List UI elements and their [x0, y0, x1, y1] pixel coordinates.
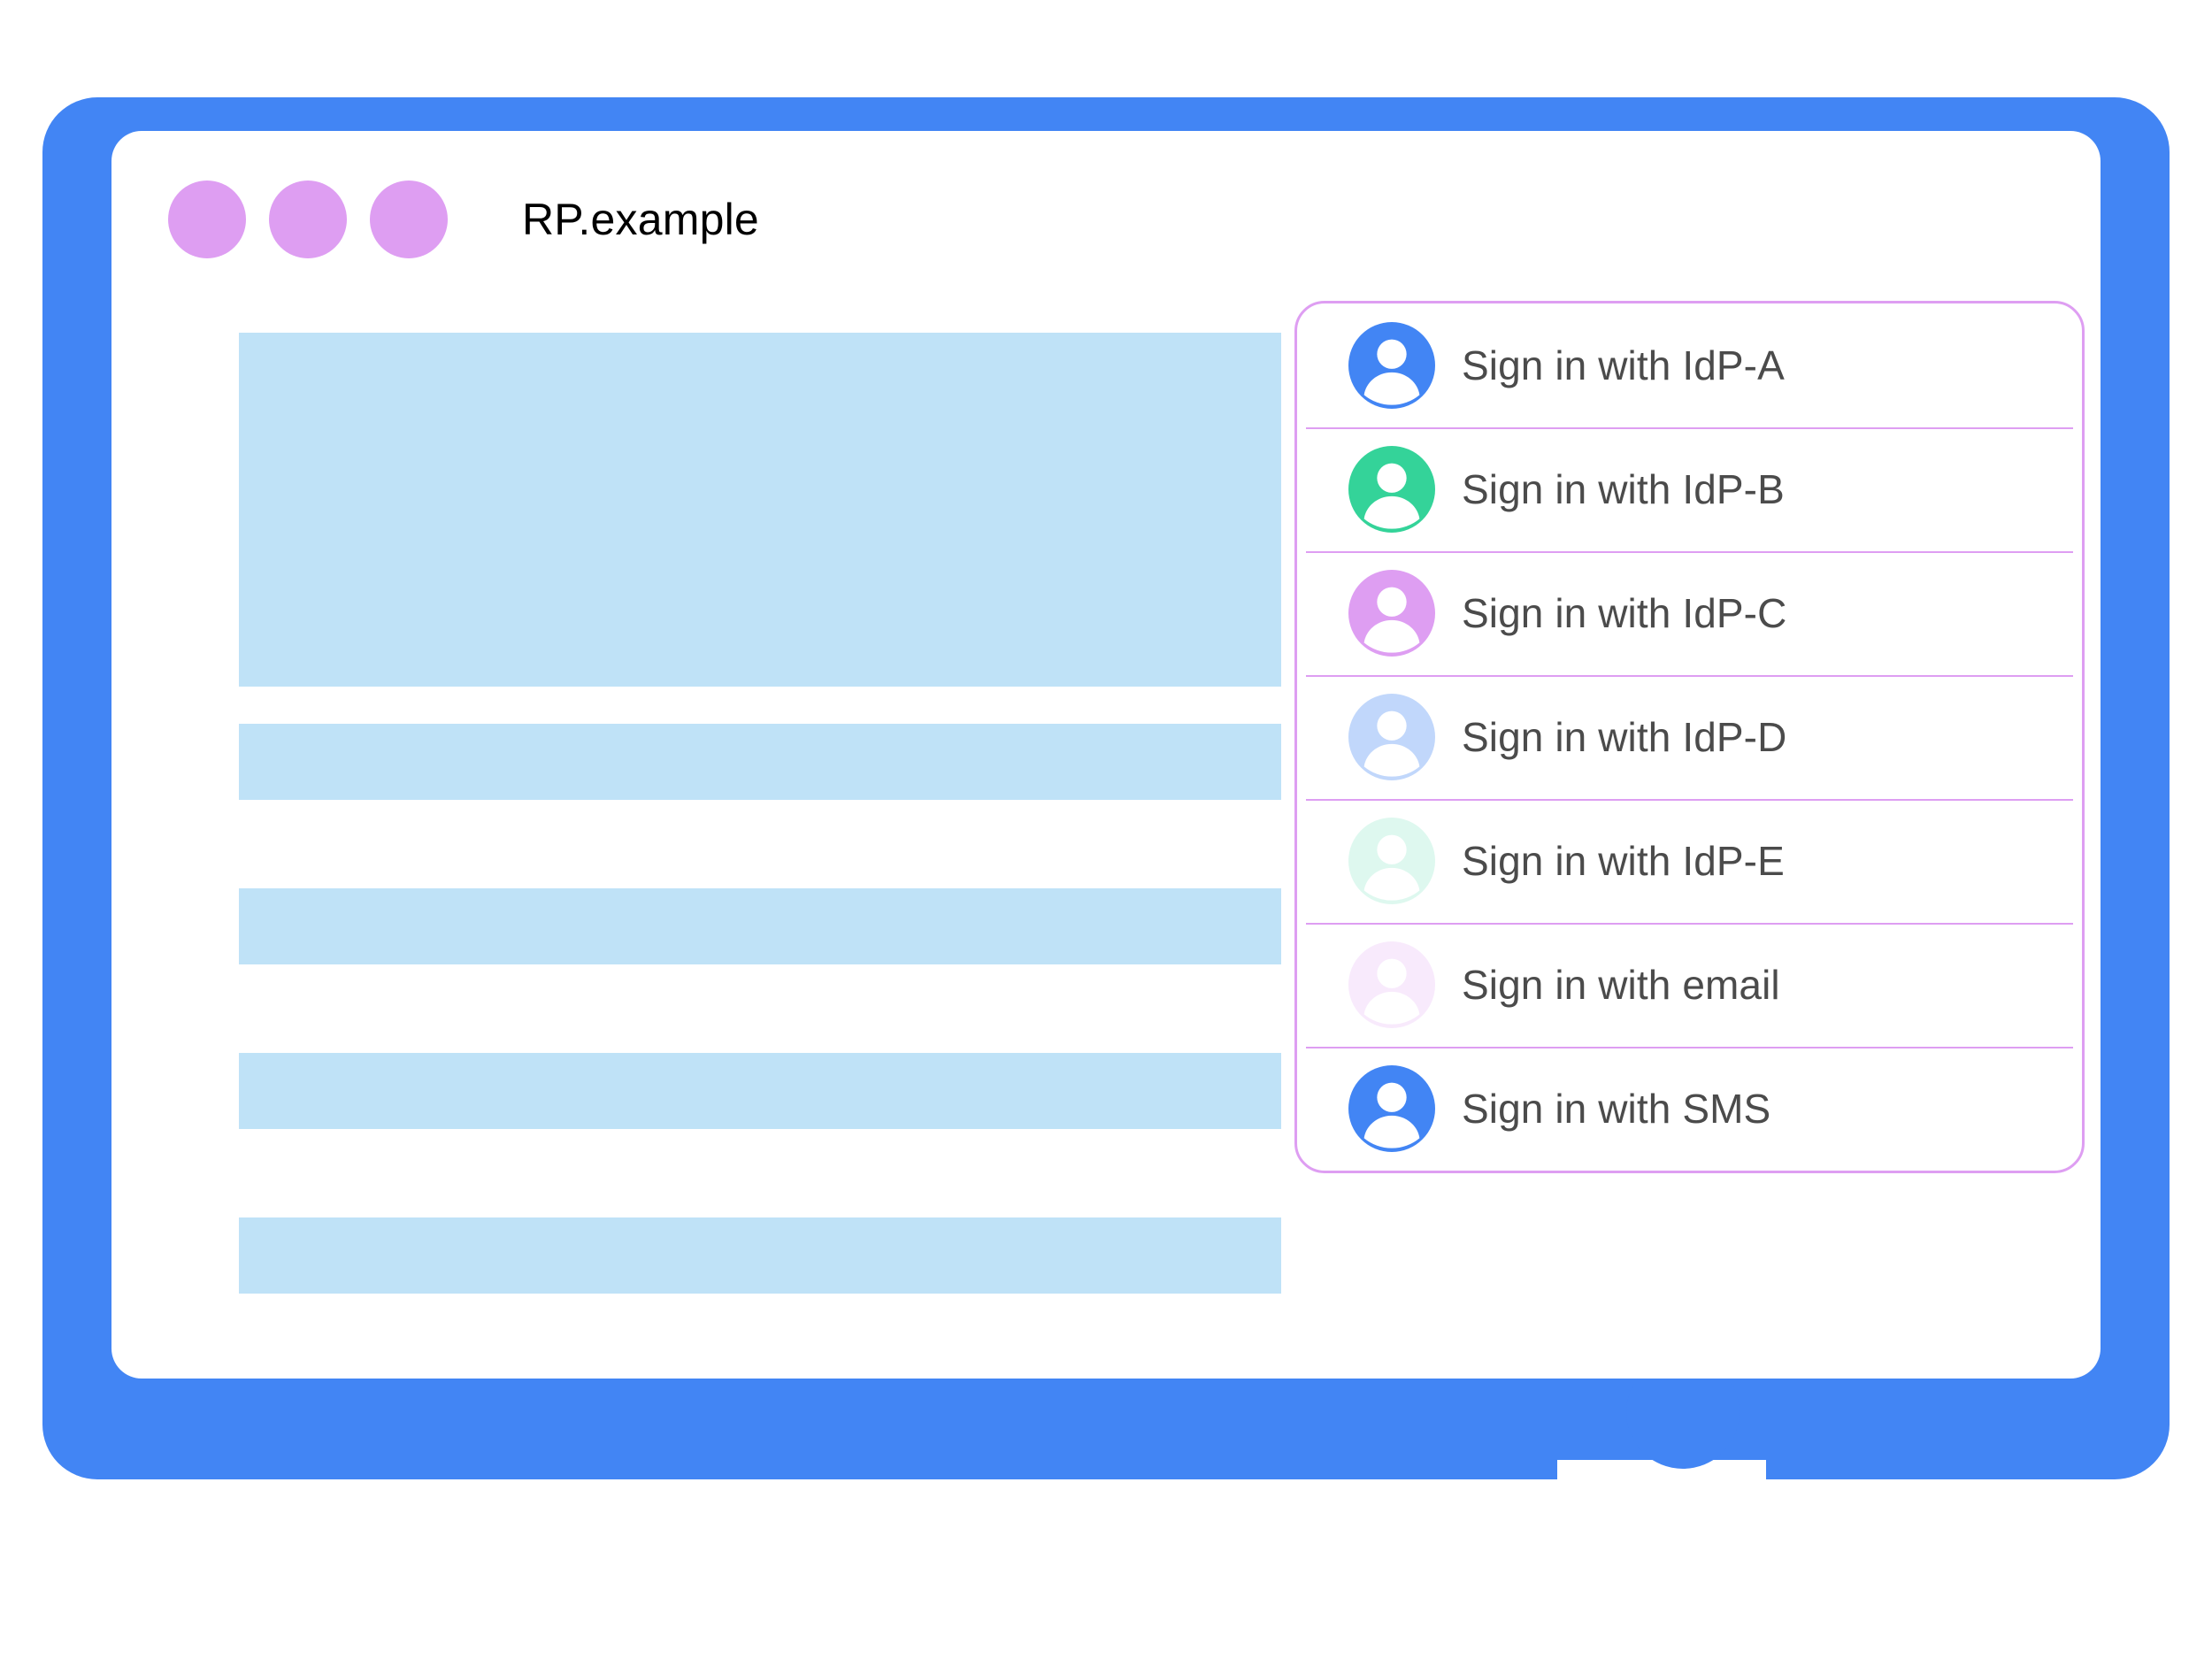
account-row-label: Sign in with IdP-B — [1462, 466, 1785, 512]
account-row-label: Sign in with SMS — [1462, 1086, 1771, 1132]
account-row[interactable]: Sign in with IdP-B — [1297, 427, 2082, 551]
account-avatar-icon — [1348, 446, 1435, 533]
account-avatar-icon — [1348, 694, 1435, 780]
account-row[interactable]: Sign in with SMS — [1297, 1047, 2082, 1171]
account-row-label: Sign in with IdP-C — [1462, 590, 1787, 636]
account-row-label: Sign in with email — [1462, 962, 1780, 1008]
browser-titlebar: RP.example — [111, 131, 2101, 308]
text-line-placeholder-1 — [239, 724, 1281, 800]
account-row-label: Sign in with IdP-D — [1462, 714, 1787, 760]
text-line-placeholder-2 — [239, 888, 1281, 964]
account-chooser-panel: Sign in with IdP-A Sign in with IdP-B Sign… — [1294, 301, 2085, 1173]
window-dot-1[interactable] — [168, 180, 246, 258]
account-row[interactable]: Sign in with email — [1297, 923, 2082, 1047]
account-avatar-icon — [1348, 818, 1435, 904]
window-dot-2[interactable] — [269, 180, 347, 258]
account-row[interactable]: Sign in with IdP-E — [1297, 799, 2082, 923]
account-row-label: Sign in with IdP-E — [1462, 838, 1785, 884]
page-title: RP.example — [522, 195, 759, 244]
account-row[interactable]: Sign in with IdP-C — [1297, 551, 2082, 675]
account-avatar-icon — [1348, 1065, 1435, 1152]
account-avatar-icon — [1348, 941, 1435, 1028]
account-avatar-icon — [1348, 570, 1435, 657]
window-dot-3[interactable] — [370, 180, 448, 258]
account-avatar-icon — [1348, 322, 1435, 409]
account-row[interactable]: Sign in with IdP-A — [1297, 303, 2082, 427]
hero-placeholder — [239, 333, 1281, 687]
text-line-placeholder-3 — [239, 1053, 1281, 1129]
page-content-skeleton — [239, 333, 1281, 1294]
account-row[interactable]: Sign in with IdP-D — [1297, 675, 2082, 799]
account-row-label: Sign in with IdP-A — [1462, 342, 1785, 388]
text-line-placeholder-4 — [239, 1217, 1281, 1294]
